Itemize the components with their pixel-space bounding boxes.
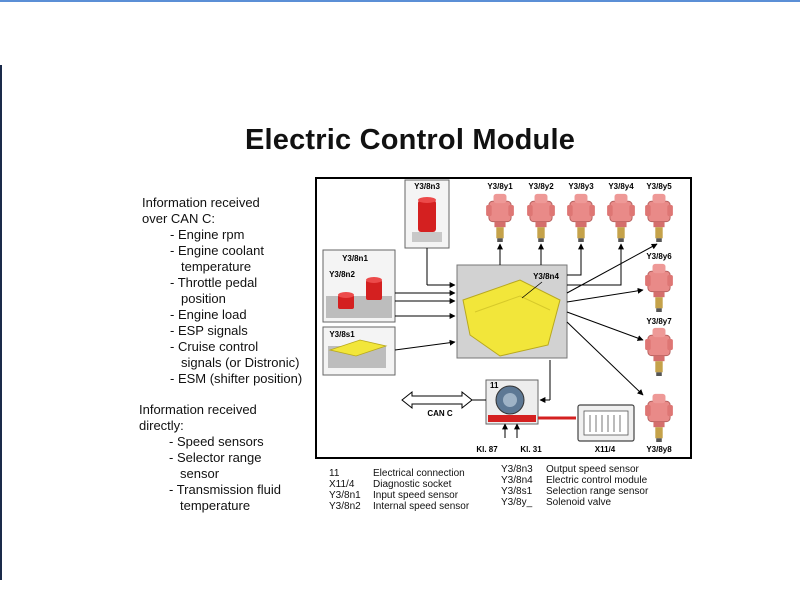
direct-info-block: Information received directly: - Speed s… <box>139 402 281 514</box>
label-11: 11 <box>490 381 499 390</box>
can-item-engine-rpm: - Engine rpm <box>170 227 245 242</box>
solenoid-y8 <box>645 393 673 442</box>
label-y3-8n3: Y3/8n3 <box>414 182 440 191</box>
can-item-esp: - ESP signals <box>170 323 248 338</box>
direct-item-selector-2: sensor <box>180 466 220 481</box>
can-c-arrow <box>401 390 486 410</box>
legend-desc: Electrical connection <box>373 468 465 479</box>
direct-info-heading-1: Information received <box>139 402 257 417</box>
output-speed-sensor-box <box>404 179 450 249</box>
label-x11-4: X11/4 <box>595 445 616 454</box>
legend-code: Y3/8n3 <box>501 464 533 475</box>
solenoid-y7 <box>645 327 673 376</box>
direct-item-selector: - Selector range <box>169 450 262 465</box>
label-y3-8y1: Y3/8y1 <box>487 182 513 191</box>
can-item-engine-load: - Engine load <box>170 307 247 322</box>
label-y3-8y6: Y3/8y6 <box>646 252 672 261</box>
can-item-cruise-2: signals (or Distronic) <box>181 355 300 370</box>
selection-range-sensor-box <box>322 326 396 376</box>
label-y3-8y3: Y3/8y3 <box>568 182 594 191</box>
legend-code: Y3/8s1 <box>501 486 533 497</box>
label-y3-8s1: Y3/8s1 <box>329 330 355 339</box>
legend-desc: Internal speed sensor <box>373 501 470 512</box>
label-kl87: Kl. 87 <box>476 445 498 454</box>
electrical-connection-11 <box>485 379 539 425</box>
legend-desc: Electric control module <box>546 475 648 486</box>
direct-info-heading-2: directly: <box>139 418 184 433</box>
legend-desc: Solenoid valve <box>546 497 612 508</box>
left-rule <box>0 65 2 580</box>
can-item-esm: - ESM (shifter position) <box>170 371 303 386</box>
sensor-arrows <box>394 248 456 351</box>
can-info-block: Information received over CAN C: - Engin… <box>142 195 302 387</box>
label-y3-8n2: Y3/8n2 <box>329 270 355 279</box>
legend-code: Y3/8n1 <box>329 490 361 501</box>
can-item-throttle: - Throttle pedal <box>170 275 258 290</box>
legend-desc: Diagnostic socket <box>373 479 452 490</box>
label-y3-8n4: Y3/8n4 <box>533 272 559 281</box>
direct-item-speed: - Speed sensors <box>169 434 264 449</box>
label-y3-8y5: Y3/8y5 <box>646 182 672 191</box>
can-item-coolant: - Engine coolant <box>170 243 264 258</box>
solenoid-y2 <box>527 193 555 242</box>
page-title: Electric Control Module <box>244 124 576 156</box>
diagnostic-socket <box>577 404 635 442</box>
legend-desc: Output speed sensor <box>546 464 639 475</box>
direct-item-fluid: - Transmission fluid <box>169 482 281 497</box>
can-item-cruise: - Cruise control <box>170 339 259 354</box>
label-y3-8y7: Y3/8y7 <box>646 317 672 326</box>
electric-control-module <box>456 264 568 359</box>
legend-left-codes: 11 X11/4 Y3/8n1 Y3/8n2 <box>329 468 361 512</box>
legend-right-descs: Output speed sensor Electric control mod… <box>546 464 648 508</box>
legend-desc: Input speed sensor <box>373 490 459 501</box>
legend-code: 11 <box>329 468 340 479</box>
legend-right-codes: Y3/8n3 Y3/8n4 Y3/8s1 Y3/8y_ <box>501 464 533 508</box>
label-y3-8n1: Y3/8n1 <box>342 254 368 263</box>
can-item-throttle-2: position <box>181 291 226 306</box>
solenoid-y5 <box>645 193 673 242</box>
solenoid-y6 <box>645 263 673 312</box>
top-rule <box>0 0 800 2</box>
label-kl31: Kl. 31 <box>520 445 542 454</box>
legend-code: Y3/8n4 <box>501 475 533 486</box>
solenoid-arrows <box>497 243 658 396</box>
label-y3-8y2: Y3/8y2 <box>528 182 554 191</box>
legend-code: X11/4 <box>329 479 355 490</box>
input-internal-speed-sensor-box <box>322 249 396 323</box>
solenoid-y1 <box>486 193 514 242</box>
solenoid-y3 <box>567 193 595 242</box>
legend-code: Y3/8n2 <box>329 501 361 512</box>
can-item-coolant-2: temperature <box>181 259 252 274</box>
label-y3-8y4: Y3/8y4 <box>608 182 634 191</box>
can-info-heading-1: Information received <box>142 195 260 210</box>
solenoid-y4 <box>607 193 635 242</box>
legend-left-descs: Electrical connection Diagnostic socket … <box>373 468 469 512</box>
label-y3-8y8: Y3/8y8 <box>646 445 672 454</box>
legend-code: Y3/8y_ <box>501 497 533 508</box>
legend-desc: Selection range sensor <box>546 486 649 497</box>
direct-item-fluid-2: temperature <box>180 498 251 513</box>
label-can-c: CAN C <box>427 409 453 418</box>
can-info-heading-2: over CAN C: <box>142 211 215 226</box>
